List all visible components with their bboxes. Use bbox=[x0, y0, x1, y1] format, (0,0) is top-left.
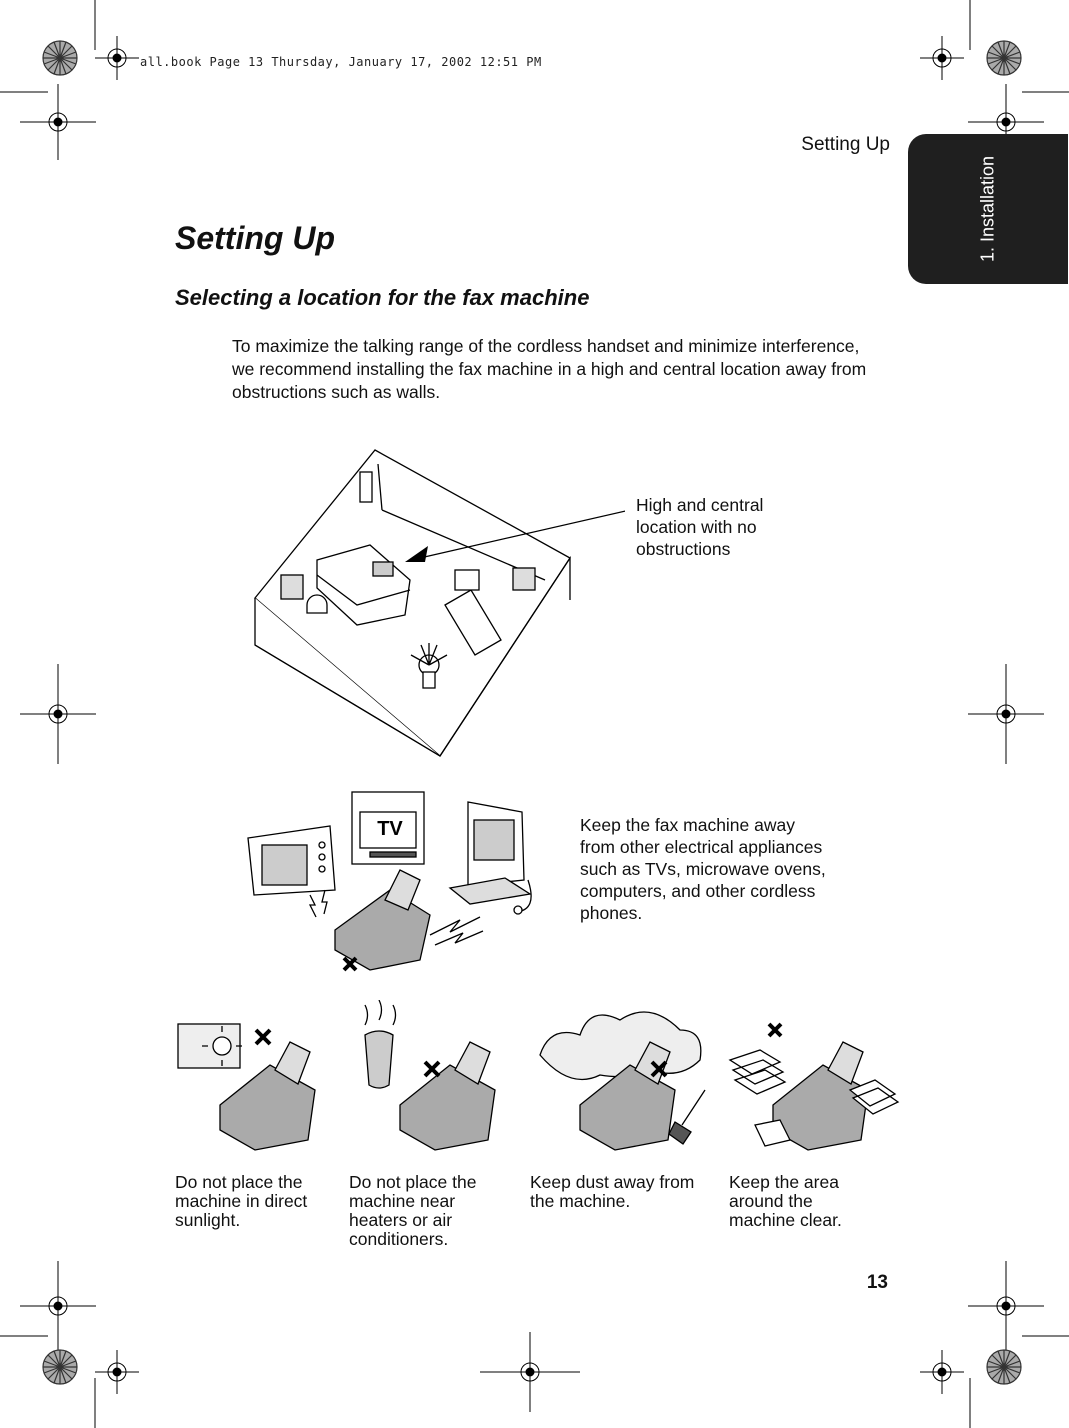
print-header: all.book Page 13 Thursday, January 17, 2… bbox=[140, 55, 542, 69]
section-tab-label: 1. Installation bbox=[977, 155, 998, 263]
appliances-illustration: TV bbox=[247, 791, 532, 972]
warning-dust: Keep dust away from the machine. bbox=[530, 1172, 695, 1211]
warning-area-clear: Keep the area around the machine clear. bbox=[729, 1172, 842, 1230]
room-illustration bbox=[254, 449, 625, 757]
warning-heaters: Do not place the machine near heaters or… bbox=[349, 1172, 477, 1249]
tv-label: TV bbox=[377, 818, 403, 840]
intro-paragraph: To maximize the talking range of the cor… bbox=[232, 336, 867, 402]
page-title: Setting Up bbox=[175, 220, 335, 256]
section-subtitle: Selecting a location for the fax machine bbox=[175, 285, 590, 310]
running-head: Setting Up bbox=[801, 134, 890, 155]
section-tab bbox=[908, 134, 1068, 284]
appliances-caption: Keep the fax machine away from other ele… bbox=[580, 815, 826, 923]
warning-direct-sunlight: Do not place the machine in direct sunli… bbox=[175, 1172, 308, 1230]
page-number: 13 bbox=[866, 1272, 888, 1293]
placement-warnings-illustration bbox=[177, 1000, 900, 1151]
room-caption: High and central location with no obstru… bbox=[636, 495, 764, 559]
